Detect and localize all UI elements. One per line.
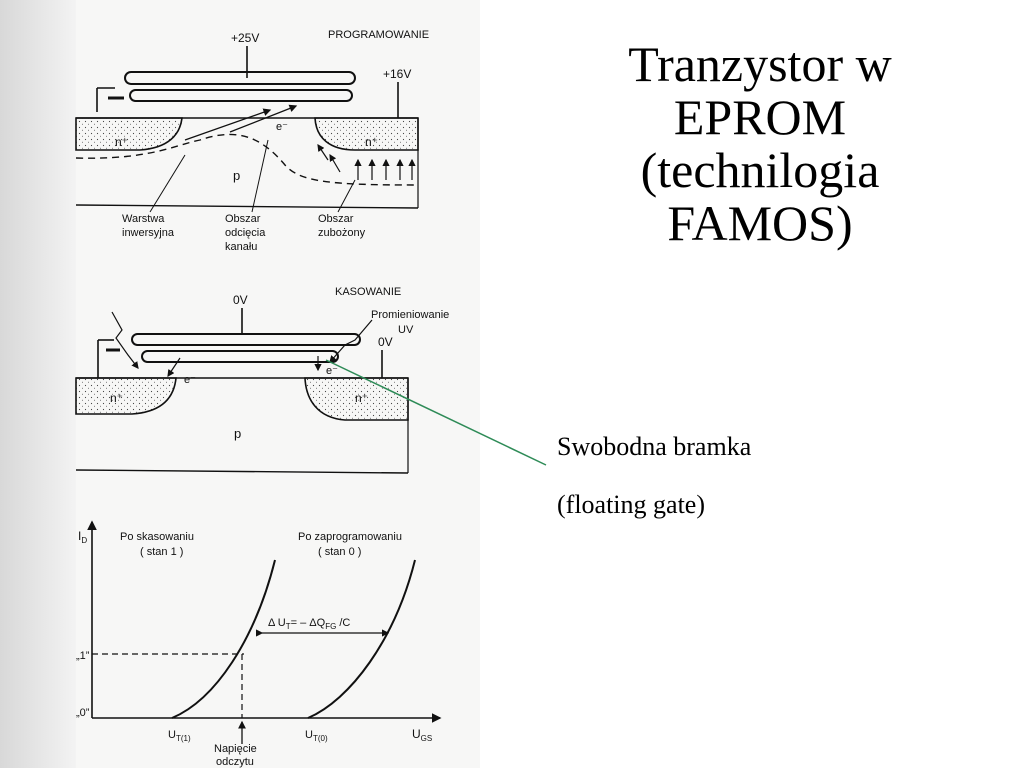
warstwa-label-2: inwersyjna <box>122 227 175 239</box>
odciecie-label-2: odcięcia <box>225 227 266 239</box>
zubozony-label-1: Obszar <box>318 213 354 225</box>
erase-arrow-left <box>167 357 181 377</box>
drain-n-plus-region <box>314 117 419 151</box>
drain-n-plus-label: n⁺ <box>365 135 378 149</box>
gate-voltage-label: +25V <box>231 31 259 45</box>
scan-left-shadow <box>0 0 76 768</box>
erase-drain-n-plus-label: n⁺ <box>355 391 368 405</box>
level-1-label: „1” <box>76 650 90 662</box>
field-arrows <box>317 144 416 180</box>
erase-substrate-bottom <box>75 469 409 474</box>
title-line-3: (technilogia <box>640 142 880 198</box>
programming-heading: PROGRAMOWANIE <box>328 29 429 41</box>
programmed-label-2: ( stan 0 ) <box>318 546 361 558</box>
drain-voltage-label: +16V <box>383 67 411 81</box>
injection-arrow-1 <box>184 108 272 141</box>
erase-p-substrate-label: p <box>234 426 241 441</box>
erase-electron-right-label: e⁻ <box>326 365 338 377</box>
transfer-characteristic-graph: ID UGS „1” „0” Po skasowaniu ( stan 1 ) … <box>76 520 442 768</box>
erase-gate-voltage-label: 0V <box>233 293 248 307</box>
erase-drain-voltage-label: 0V <box>378 335 393 349</box>
title-line-2: EPROM <box>673 89 847 145</box>
title-line-4: FAMOS) <box>667 195 853 251</box>
source-n-plus-region <box>75 117 183 151</box>
control-gate <box>124 71 356 85</box>
read-voltage-label-2: odczytu <box>216 756 254 768</box>
warstwa-leader <box>149 154 186 213</box>
curve-erased <box>171 559 276 719</box>
erased-label-1: Po skasowaniu <box>120 531 194 543</box>
ut1-label: UT(1) <box>168 729 191 743</box>
erasing-diagram: KASOWANIE 0V Promieniowanie UV 0V n⁺ n⁺ <box>75 286 449 474</box>
odciecie-leader <box>251 139 269 213</box>
slide-title: Tranzystor w EPROM (technilogia FAMOS) <box>560 38 960 250</box>
erase-control-gate <box>131 333 361 346</box>
level-0-label: „0” <box>76 707 90 719</box>
caption-floating-gate-english: (floating gate) <box>557 490 705 519</box>
floating-gate <box>129 89 353 102</box>
erase-floating-gate <box>141 350 339 363</box>
zubozony-label-2: zubożony <box>318 227 366 239</box>
p-substrate-label: p <box>233 168 240 183</box>
erase-drain-n-plus-region <box>304 377 409 421</box>
erased-label-2: ( stan 1 ) <box>140 546 183 558</box>
odciecie-label-3: kanału <box>225 241 257 253</box>
warstwa-label-1: Warstwa <box>122 213 165 225</box>
programming-diagram: PROGRAMOWANIE +25V +16V n⁺ n⁺ p <box>75 29 429 253</box>
injection-arrow-2 <box>229 104 298 133</box>
read-voltage-label-1: Napięcie <box>214 743 257 755</box>
x-axis-label: UGS <box>412 727 432 743</box>
odciecie-label-1: Obszar <box>225 213 261 225</box>
substrate-bottom <box>75 204 419 209</box>
uv-label-2: UV <box>398 324 414 336</box>
uv-ray-left <box>111 311 139 369</box>
uv-label-1: Promieniowanie <box>371 309 449 321</box>
pointer-line <box>325 359 547 466</box>
uv-ray-right <box>329 319 373 363</box>
erase-electron-left-label: e⁻ <box>184 374 196 386</box>
ut0-label: UT(0) <box>305 729 328 743</box>
erase-source-n-plus-label: n⁺ <box>110 391 123 405</box>
source-n-plus-label: n⁺ <box>115 135 128 149</box>
curve-programmed <box>307 559 416 719</box>
zubozony-leader <box>337 179 356 213</box>
caption-floating-gate-polish: Swobodna bramka <box>557 432 752 461</box>
erasing-heading: KASOWANIE <box>335 286 401 298</box>
depletion-boundary <box>75 133 419 186</box>
title-line-1: Tranzystor w <box>628 36 892 92</box>
electron-label: e⁻ <box>276 121 288 133</box>
erase-source-n-plus-region <box>75 377 177 415</box>
y-axis-label: ID <box>78 529 87 545</box>
programmed-label-1: Po zaprogramowaniu <box>298 531 402 543</box>
delta-ut-label: Δ UT= – ΔQFG /C <box>268 617 350 631</box>
famos-diagram-scan: PROGRAMOWANIE +25V +16V n⁺ n⁺ p <box>0 0 480 768</box>
